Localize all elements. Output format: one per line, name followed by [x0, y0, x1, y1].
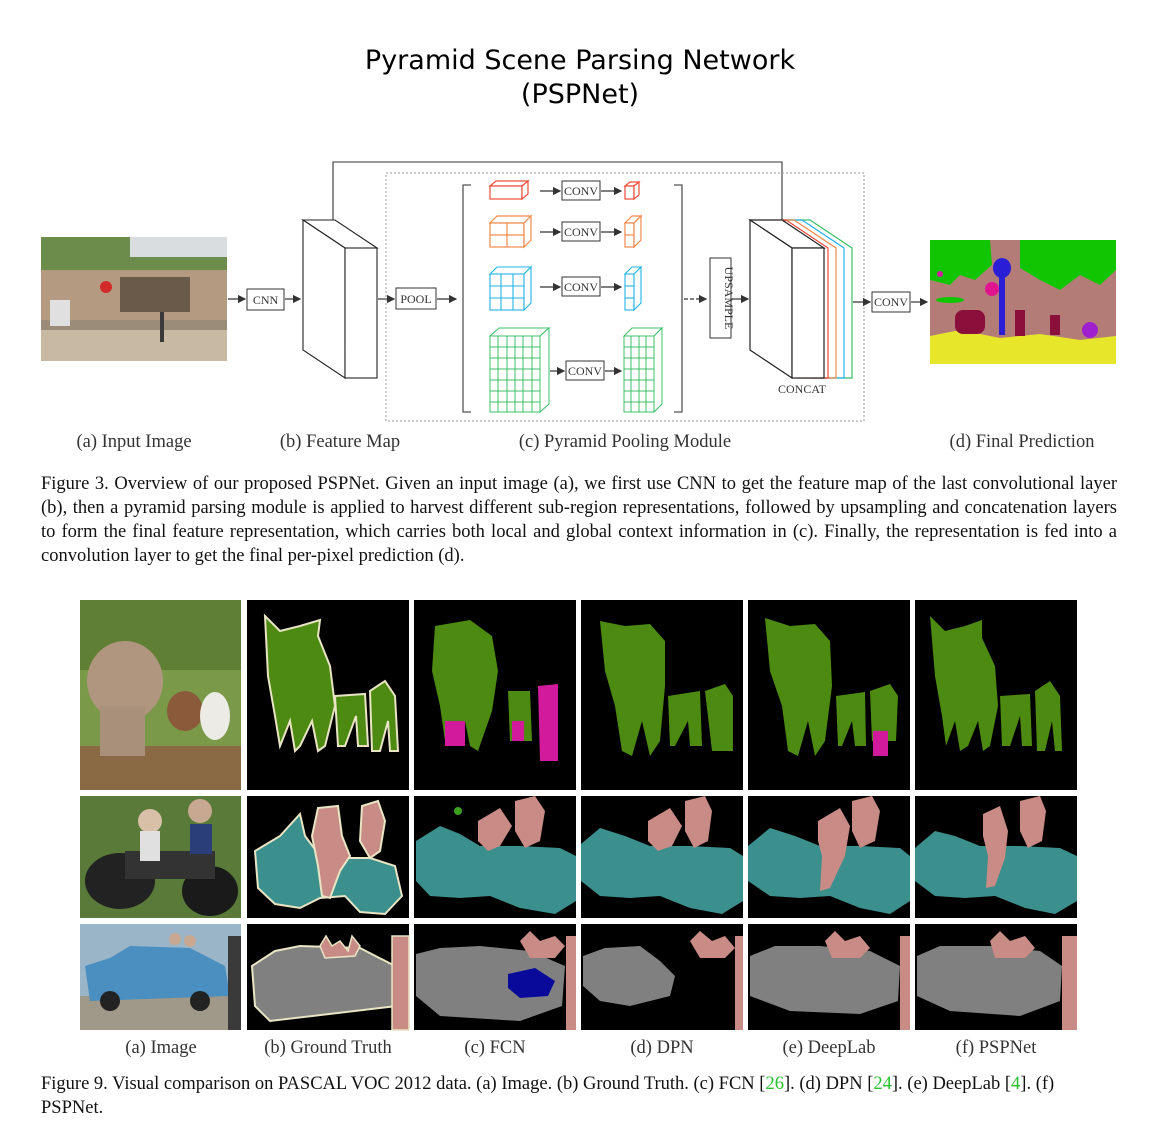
cnn-box: CNN: [246, 288, 285, 311]
feature-map-block: [301, 218, 379, 380]
input-image: [41, 237, 227, 361]
figure-3-diagram: CNN POOL CONV: [41, 161, 1116, 452]
row-2-motorbike: [80, 796, 1077, 918]
cnn-label: CNN: [253, 293, 279, 307]
figure-9-grid: (a) Image (b) Ground Truth (c) FCN (d) D…: [80, 600, 1077, 1058]
concat-block: CONCAT: [748, 218, 853, 396]
figure-3-caption: Figure 3. Overview of our proposed PSPNe…: [41, 474, 1117, 566]
row-1-cows: [80, 600, 1077, 790]
final-prediction-image: [930, 240, 1116, 364]
cell-image-truck: [80, 924, 241, 1030]
column-label-fcn: (c) FCN: [464, 1038, 525, 1058]
cell-dpn-truck: [581, 924, 743, 1030]
citation-link-26[interactable]: 26: [765, 1074, 784, 1094]
pyramid-level-1: CONV: [488, 179, 641, 201]
sublabel-pyramid-pooling: (c) Pyramid Pooling Module: [519, 432, 731, 452]
citation-link-4[interactable]: 4: [1011, 1074, 1021, 1094]
cell-gt-cows: [247, 600, 409, 790]
pyramid-level-4: CONV: [488, 326, 664, 414]
pool-box: POOL: [395, 287, 437, 310]
column-label-pspnet: (f) PSPNet: [956, 1038, 1038, 1058]
cell-gt-truck: [247, 924, 410, 1031]
cell-dpn-motorbike: [581, 796, 743, 918]
column-label-image: (a) Image: [125, 1038, 196, 1058]
column-label-ground-truth: (b) Ground Truth: [264, 1038, 391, 1058]
pyramid-pooling-region: [385, 172, 865, 422]
upsample-label: UPSAMPLE: [722, 267, 736, 330]
pyramid-level-3: CONV: [488, 265, 643, 312]
caption-text: ]. (f) PSPNet.: [41, 1074, 1055, 1118]
cell-image-cows: [80, 600, 241, 790]
concat-label: CONCAT: [778, 382, 827, 396]
cell-deeplab-truck: [748, 924, 910, 1030]
caption-text: ]. (e) DeepLab [: [891, 1074, 1012, 1094]
cell-fcn-truck: [414, 924, 576, 1030]
conv-label-1: CONV: [564, 184, 598, 198]
cell-deeplab-motorbike: [748, 796, 910, 918]
pyramid-level-2: CONV: [488, 214, 643, 249]
column-label-deeplab: (e) DeepLab: [783, 1038, 876, 1058]
cell-pspnet-truck: [915, 924, 1077, 1030]
title-line-1: Pyramid Scene Parsing Network: [364, 45, 796, 76]
title-line-2: (PSPNet): [520, 79, 640, 110]
citation-link-24[interactable]: 24: [873, 1074, 892, 1094]
conv-label-4: CONV: [568, 364, 602, 378]
cell-fcn-cows: [414, 600, 576, 790]
final-conv-box: CONV: [871, 291, 911, 313]
cell-dpn-cows: [581, 600, 743, 790]
caption-text: Figure 9. Visual comparison on PASCAL VO…: [41, 1074, 766, 1094]
sublabel-input-image: (a) Input Image: [76, 432, 191, 452]
upsample-box: UPSAMPLE: [709, 257, 736, 339]
cell-image-motorbike: [80, 796, 241, 918]
sublabel-feature-map: (b) Feature Map: [280, 432, 400, 452]
cell-pspnet-motorbike: [915, 796, 1077, 918]
cell-fcn-motorbike: [414, 796, 576, 918]
page-title: Pyramid Scene Parsing Network (PSPNet): [0, 44, 1160, 112]
skip-connection-arrow: [332, 161, 786, 229]
cell-deeplab-cows: [748, 600, 910, 790]
pool-label: POOL: [400, 292, 431, 306]
sublabel-final-prediction: (d) Final Prediction: [950, 432, 1095, 452]
row-3-truck: [80, 924, 1077, 1031]
cell-pspnet-cows: [915, 600, 1077, 790]
figure-9-caption: Figure 9. Visual comparison on PASCAL VO…: [41, 1072, 1117, 1120]
caption-text: ]. (d) DPN [: [783, 1074, 874, 1094]
conv-label-2: CONV: [564, 225, 598, 239]
column-label-dpn: (d) DPN: [630, 1038, 693, 1058]
conv-label-3: CONV: [564, 280, 598, 294]
final-conv-label: CONV: [874, 295, 908, 309]
cell-gt-motorbike: [247, 796, 409, 918]
